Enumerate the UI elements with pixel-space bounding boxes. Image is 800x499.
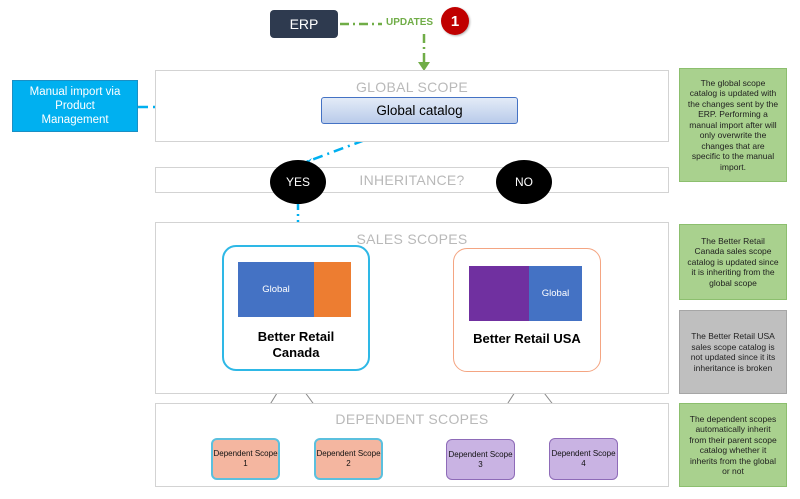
manual-import-label: Manual import via Product Management — [29, 86, 121, 126]
yes-circle: YES — [270, 160, 326, 204]
global-catalog-label: Global catalog — [376, 103, 463, 118]
inheritance-title: INHERITANCE? — [359, 172, 465, 188]
updates-label: UPDATES — [386, 17, 434, 28]
note-usa-scope: The Better Retail USA sales scope catalo… — [679, 310, 787, 394]
erp-down-arrowhead — [418, 62, 430, 71]
dependent-scope-2: Dependent Scope 2 — [314, 438, 383, 480]
usa-global-block: Global — [529, 266, 582, 321]
usa-scope-name: Better Retail USA — [473, 331, 581, 346]
step-badge-1: 1 — [441, 7, 469, 35]
canada-scope-name: Better Retail Canada — [257, 329, 335, 360]
note-canada-scope: The Better Retail Canada sales scope cat… — [679, 224, 787, 300]
usa-specific-block — [469, 266, 529, 321]
inheritance-band: INHERITANCE? — [155, 167, 669, 193]
note-global-scope: The global scope catalog is updated with… — [679, 68, 787, 182]
dependent-scopes-title: DEPENDENT SCOPES — [335, 411, 489, 427]
canada-scope-card: Global Better Retail Canada — [222, 245, 370, 371]
usa-scope-card: Global Better Retail USA — [453, 248, 601, 372]
global-catalog-box: Global catalog — [321, 97, 518, 124]
manual-import-box: Manual import via Product Management — [12, 80, 138, 132]
dependent-scope-3: Dependent Scope 3 — [446, 439, 515, 480]
erp-box: ERP — [270, 10, 338, 38]
catalog-to-yes-line — [305, 123, 406, 164]
sales-scopes-title: SALES SCOPES — [356, 231, 468, 247]
canada-specific-block — [314, 262, 351, 317]
erp-label: ERP — [289, 16, 319, 32]
note-dependent-scopes: The dependent scopes automatically inher… — [679, 403, 787, 487]
usa-global-label: Global — [541, 288, 570, 299]
global-scope-title: GLOBAL SCOPE — [355, 79, 468, 95]
canada-global-block: Global — [238, 262, 314, 317]
dependent-scope-4: Dependent Scope 4 — [549, 438, 618, 480]
canada-global-label: Global — [262, 284, 290, 295]
dependent-scope-1: Dependent Scope 1 — [211, 438, 280, 480]
no-circle: NO — [496, 160, 552, 204]
